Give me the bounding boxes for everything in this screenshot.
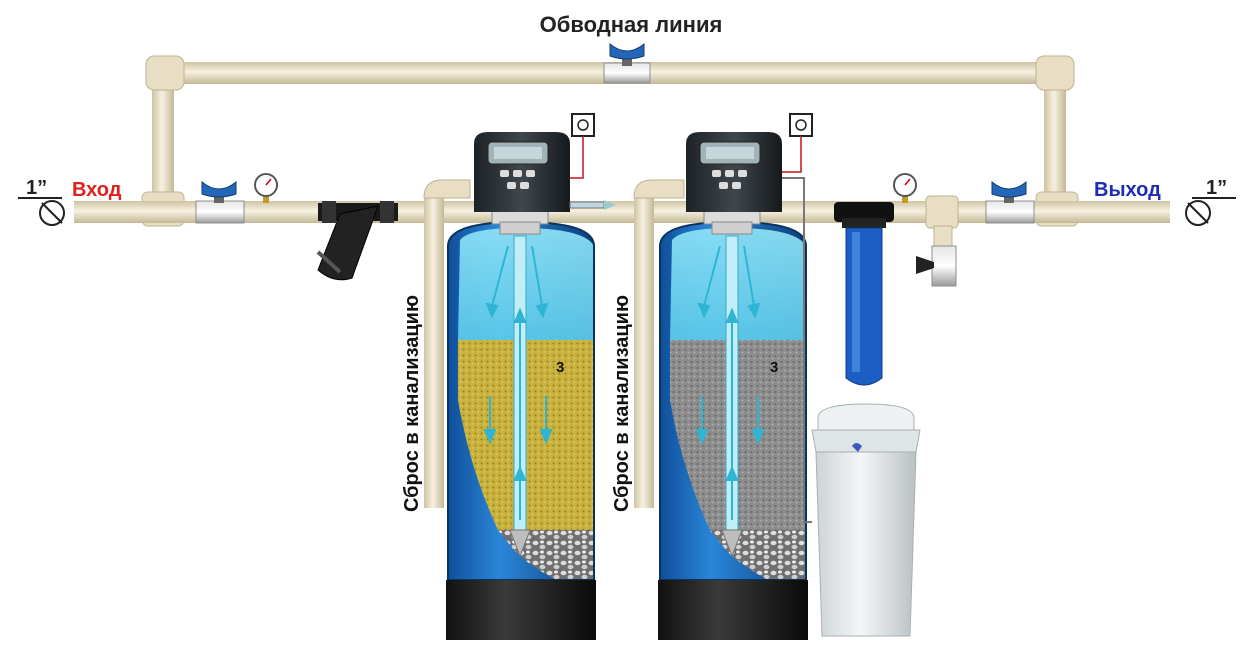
inlet-label: Вход	[72, 179, 122, 201]
outlet-valve	[985, 180, 1035, 224]
drain-pipe-right	[633, 179, 685, 508]
drain-label-left: Сброс в канализацию	[401, 295, 423, 512]
inlet-size-label: 1”	[26, 177, 47, 199]
inlet-valve	[195, 180, 245, 224]
filter-tank-left: 3	[446, 220, 596, 640]
outlet-diameter-symbol	[1185, 197, 1236, 226]
inlet-pressure-gauge	[254, 173, 278, 203]
control-valve-left	[474, 132, 616, 235]
sample-valve	[916, 195, 959, 287]
outlet-pressure-gauge	[893, 173, 917, 203]
bypass-valve	[603, 42, 651, 84]
mesh-filter	[316, 201, 398, 281]
drain-label-right: Сброс в канализацию	[611, 295, 633, 512]
outlet-size-label: 1”	[1206, 177, 1227, 199]
outlet-label: Выход	[1094, 179, 1161, 201]
tank-left-mark: 3	[556, 359, 564, 376]
bypass-label: Обводная линия	[540, 12, 723, 37]
brine-line	[782, 177, 812, 523]
tank-right-mark: 3	[770, 359, 778, 376]
filter-tank-right: 3	[658, 220, 808, 640]
brine-tank	[811, 403, 921, 637]
cartridge-filter	[834, 202, 894, 386]
drain-pipe-left	[423, 179, 471, 508]
power-socket-left	[570, 113, 595, 179]
power-socket-right	[782, 113, 813, 173]
inlet-diameter-symbol	[18, 197, 65, 226]
control-valve-right	[686, 132, 782, 235]
